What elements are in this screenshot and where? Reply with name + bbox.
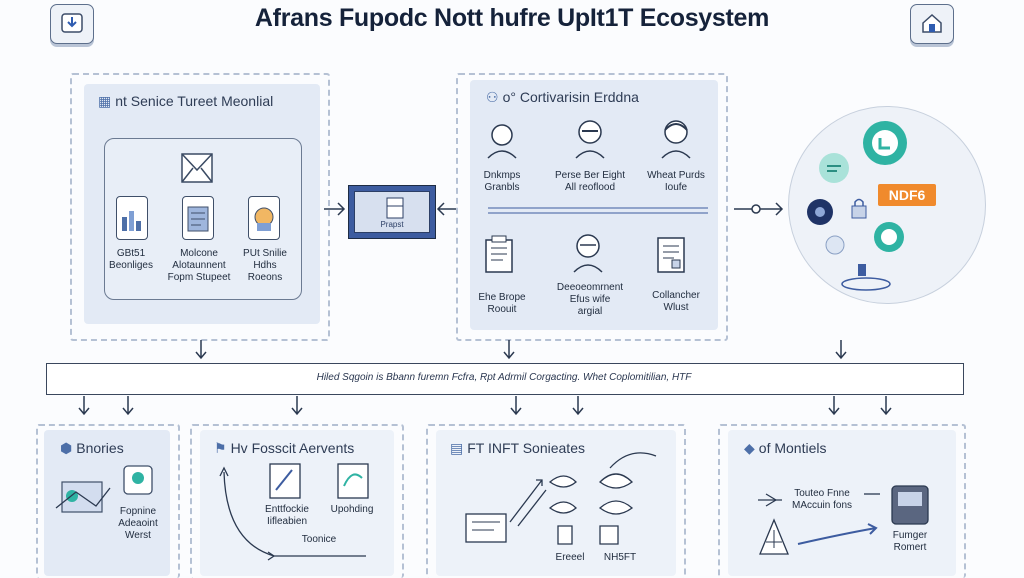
bottom-panel-3-frame [426,424,686,578]
divider-lines [488,207,708,214]
bottom-panel-2-heading: ⚑Hv Fosscit Aervents [214,440,355,456]
person-glasses-icon [575,120,605,159]
service-card-3[interactable] [248,196,280,240]
person-label-1: Dnkmps Granbls [483,170,521,193]
platform-label: Prapst [380,220,404,229]
person-avatar-icon [487,124,517,159]
down-arrows-bottom [78,396,892,416]
services-panel-frame [70,73,330,341]
connector-arrows [324,202,456,216]
nft-flow-diagram [465,452,657,545]
home-button[interactable] [50,4,94,44]
platform-box[interactable]: Prapst [348,185,436,239]
service-label-3: PUt Snilie Hdhs Roeons [243,248,287,283]
bottom-panel-2 [200,430,394,576]
events-flow-diagram [219,463,369,561]
chat-bubble-icon[interactable] [818,152,850,184]
dish-icon [841,264,891,291]
pipeline-bar-text: Hiled Sqgoin is Bbann furemn Fcfra, Rpt … [316,372,692,383]
bottom-panel-3-heading: ▤FT INFT Sonieates [450,440,585,456]
person-label-4: Ehe Brope Roouit [478,292,526,315]
document-stack-icon [485,235,513,273]
bottom-panel-1-heading: ⬢Bnories [60,440,124,456]
models-cycle-diagram [758,485,929,555]
collaboration-panel-heading: ⚇o° Cortivarisin Erddna [486,89,639,105]
service-card-2[interactable] [182,196,214,240]
ndf-badge: NDF6 [878,184,936,206]
bottom-panel-2-label-3: Toonice [301,534,337,545]
bottom-panel-4-label-1: Touteo Fnne MAccuin fons [791,488,853,511]
bottom-panel-2-label-2: Upohding [330,504,374,515]
collaboration-panel-frame [456,73,728,341]
network-sketch-icon [55,481,111,513]
pipeline-bar [46,363,964,395]
gift-card-icon [254,207,274,231]
pin-icon: ◆ [744,440,755,456]
down-arrows-top [195,340,847,360]
bottom-panel-1-frame [36,424,180,578]
bottom-panel-2-label-1: Enttfockie Iifleabien [265,504,309,527]
person-label-3: Wheat Purds Ioufe [647,170,705,193]
service-label-1: GBt51 Beonliges [109,248,153,271]
flag-icon: ⚑ [214,440,227,456]
bookmark-icon: ⬢ [60,440,73,456]
bottom-panel-1-label: Fopnine Adeaoint Werst [118,506,158,541]
small-gem-icon [825,235,845,255]
grid-small-icon: ▤ [450,440,464,456]
services-panel-heading: ▦nt Senice Tureet Meonlial [98,93,274,109]
bottom-panel-4-label-2: Fumger Romert [892,530,928,553]
teal-ring-icon[interactable] [872,220,906,254]
badge-card-icon [123,465,153,495]
envelope-icon [181,153,213,183]
bottom-panel-3 [436,430,676,576]
lock-icon [851,198,867,219]
people-icon: ⚇ [486,89,499,105]
person-hair-icon [661,120,691,159]
download-icon [61,13,83,33]
bottom-panel-3-label-2: NH5FT [603,552,637,563]
bottom-panel-4-heading: ◆of Montiels [744,440,827,456]
house-icon [922,13,942,33]
report-page-icon [657,237,685,273]
settings-button[interactable] [910,4,954,44]
arrow-to-ecosystem [734,202,784,216]
book-card-icon [187,206,209,232]
service-label-2: Molcone Alotaunnent Fopm Stupeet [167,248,231,283]
platform-screen: Prapst [354,191,430,233]
bottom-panel-4-frame [718,424,966,578]
person-label-6: Collancher Wlust [652,290,700,313]
teal-check-icon[interactable] [860,118,910,168]
diagram-title: Afrans Fupodc Nott hufre UpIt1T Ecosyste… [254,4,770,32]
bottom-panel-3-label-1: Ereeel [555,552,585,563]
person-bald-icon [573,234,603,273]
document-icon [386,197,404,219]
service-card-1[interactable] [116,196,148,240]
navy-node-icon[interactable] [806,198,834,226]
bottom-panel-2-frame [190,424,404,578]
person-label-2: Perse Ber Eight All reoflood [554,170,626,193]
grid-icon: ▦ [98,93,112,109]
bar-chart-card-icon [122,211,141,231]
person-label-5: Deeoeomrnent Efus wife argial [556,282,624,317]
